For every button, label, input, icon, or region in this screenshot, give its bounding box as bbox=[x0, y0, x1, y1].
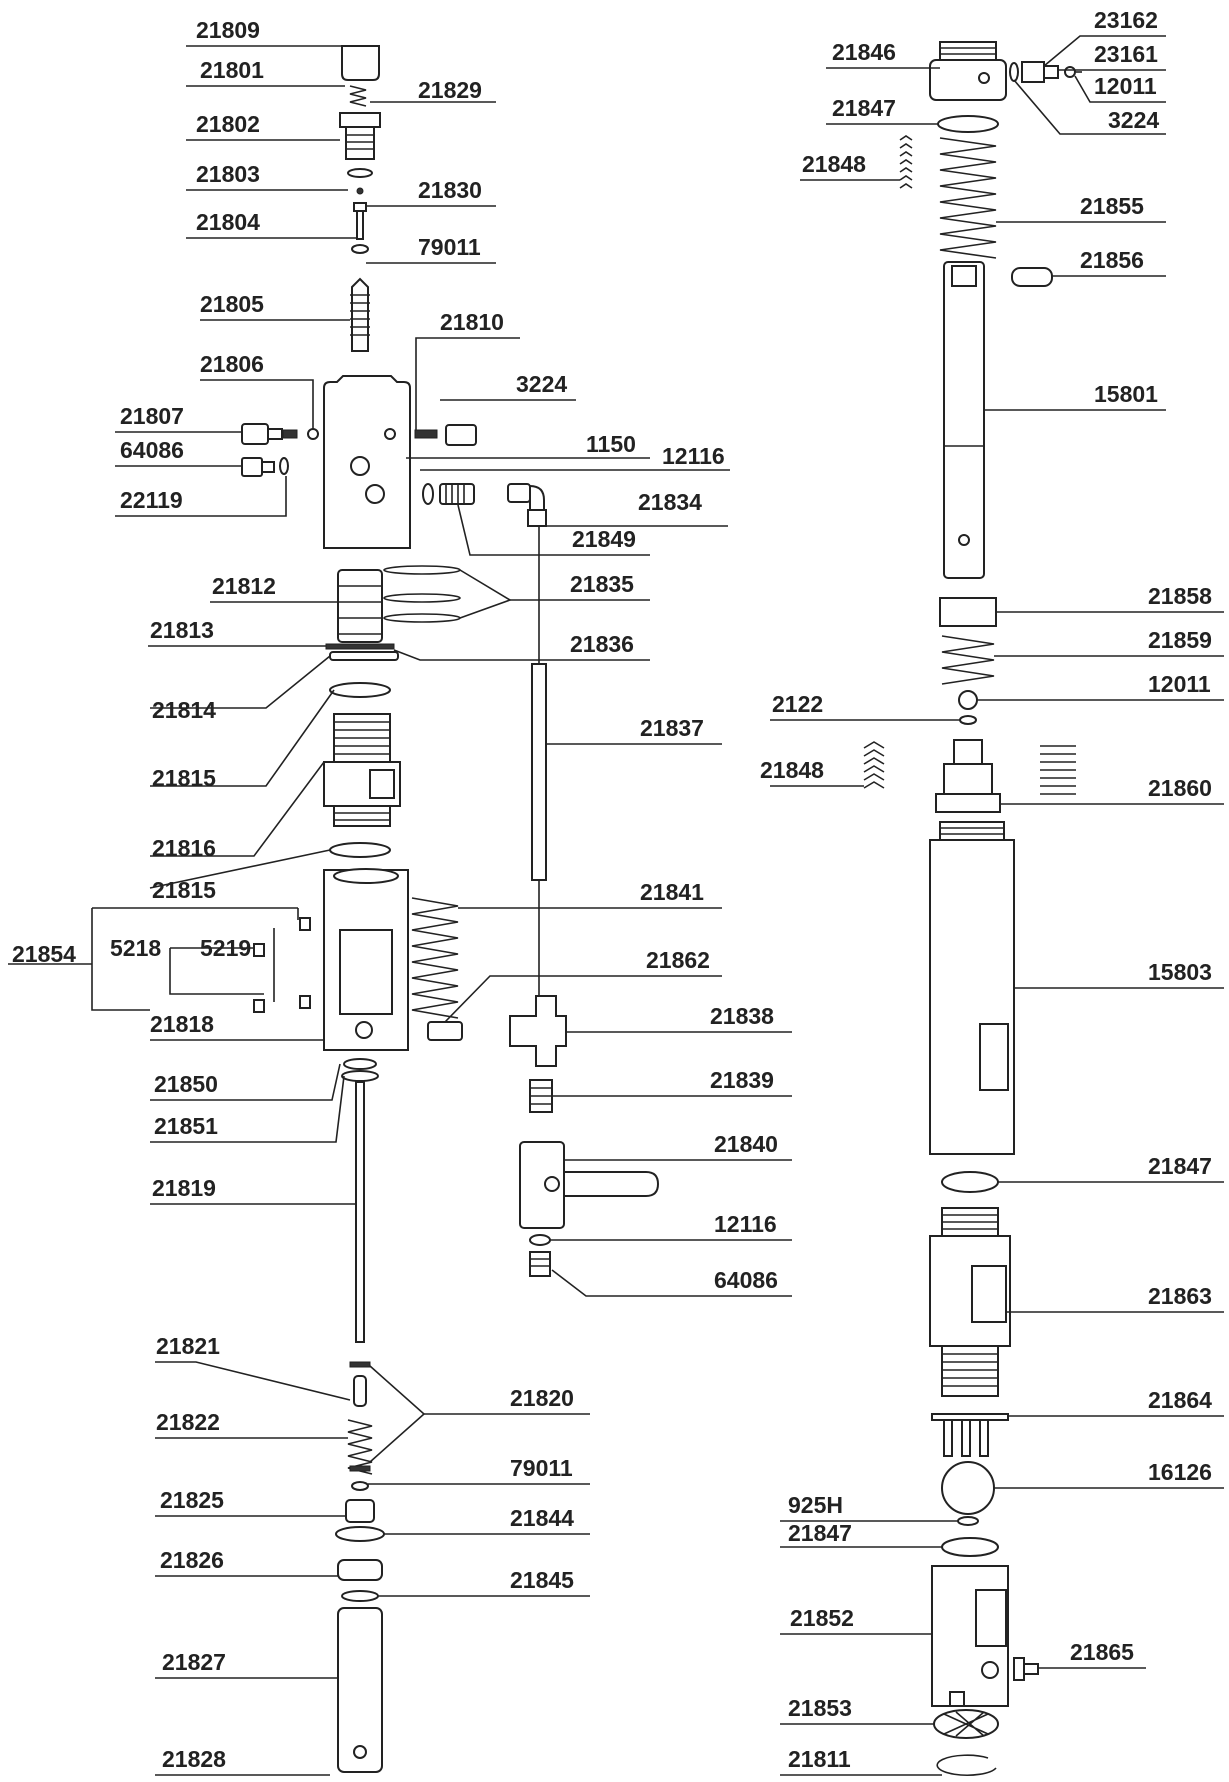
part-label: 21849 bbox=[572, 526, 636, 552]
part-label: 21829 bbox=[418, 77, 482, 103]
part-label: 21855 bbox=[1080, 193, 1144, 219]
part-label: 21846 bbox=[832, 39, 896, 65]
left-assembly-drawing bbox=[241, 45, 660, 1773]
part-label: 21819 bbox=[152, 1175, 216, 1201]
part-label: 21815 bbox=[152, 877, 216, 903]
part-label: 21858 bbox=[1148, 583, 1212, 609]
part-label: 21863 bbox=[1148, 1283, 1212, 1309]
part-label: 21838 bbox=[710, 1003, 774, 1029]
part-label: 21818 bbox=[150, 1011, 214, 1037]
part-label: 64086 bbox=[714, 1267, 778, 1293]
part-label: 21806 bbox=[200, 351, 264, 377]
part-label: 21864 bbox=[1148, 1387, 1212, 1413]
part-label: 12011 bbox=[1094, 73, 1157, 99]
part-label: 21836 bbox=[570, 631, 634, 657]
part-label: 21862 bbox=[646, 947, 710, 973]
part-label: 21835 bbox=[570, 571, 634, 597]
part-label: 21840 bbox=[714, 1131, 778, 1157]
part-label: 21850 bbox=[154, 1071, 218, 1097]
part-label: 21805 bbox=[200, 291, 264, 317]
part-label: 1150 bbox=[586, 431, 636, 457]
part-label: 21865 bbox=[1070, 1639, 1134, 1665]
part-label: 21856 bbox=[1080, 247, 1144, 273]
part-label: 21860 bbox=[1148, 775, 1212, 801]
part-label: 21834 bbox=[638, 489, 702, 515]
part-label: 21841 bbox=[640, 879, 704, 905]
part-label: 21814 bbox=[152, 697, 216, 723]
part-label: 64086 bbox=[120, 437, 184, 463]
right-assembly-drawing bbox=[863, 41, 1082, 1776]
part-label: 21848 bbox=[760, 757, 824, 783]
part-label: 21828 bbox=[162, 1746, 226, 1772]
part-label: 16126 bbox=[1148, 1459, 1212, 1485]
part-label: 21847 bbox=[832, 95, 896, 121]
part-label: 21854 bbox=[12, 941, 76, 967]
part-label: 21803 bbox=[196, 161, 260, 187]
part-label: 21839 bbox=[710, 1067, 774, 1093]
part-label: 15801 bbox=[1094, 381, 1158, 407]
part-label: 21810 bbox=[440, 309, 504, 335]
part-label: 21802 bbox=[196, 111, 260, 137]
part-label: 21809 bbox=[196, 17, 260, 43]
part-label: 3224 bbox=[516, 371, 567, 397]
part-label: 21852 bbox=[790, 1605, 854, 1631]
part-label: 21811 bbox=[788, 1746, 851, 1772]
part-label: 21822 bbox=[156, 1409, 220, 1435]
part-label: 5218 bbox=[110, 935, 161, 961]
part-label: 5219 bbox=[200, 935, 251, 961]
part-label: 21827 bbox=[162, 1649, 226, 1675]
part-labels-right: 23162 21846 23161 12011 21847 3224 21848… bbox=[760, 7, 1212, 1772]
part-label: 12011 bbox=[1148, 671, 1211, 697]
part-label: 79011 bbox=[510, 1455, 573, 1481]
part-label: 23161 bbox=[1094, 41, 1158, 67]
part-label: 21816 bbox=[152, 835, 216, 861]
part-label: 21826 bbox=[160, 1547, 224, 1573]
part-label: 22119 bbox=[120, 487, 183, 513]
part-label: 21820 bbox=[510, 1385, 574, 1411]
leader-lines bbox=[8, 35, 1224, 1776]
part-label: 21837 bbox=[640, 715, 704, 741]
part-label: 21847 bbox=[1148, 1153, 1212, 1179]
part-label: 21812 bbox=[212, 573, 276, 599]
part-label: 3224 bbox=[1108, 107, 1159, 133]
part-label: 21844 bbox=[510, 1505, 574, 1531]
part-label: 12116 bbox=[662, 443, 725, 469]
part-label: 21807 bbox=[120, 403, 184, 429]
part-label: 15803 bbox=[1148, 959, 1212, 985]
part-label: 21825 bbox=[160, 1487, 224, 1513]
part-label: 23162 bbox=[1094, 7, 1158, 33]
part-label: 21851 bbox=[154, 1113, 218, 1139]
part-label: 21815 bbox=[152, 765, 216, 791]
part-label: 925H bbox=[788, 1492, 843, 1518]
part-label: 21859 bbox=[1148, 627, 1212, 653]
part-label: 21830 bbox=[418, 177, 482, 203]
part-label: 21845 bbox=[510, 1567, 574, 1593]
part-label: 21848 bbox=[802, 151, 866, 177]
part-labels-left: 21809 21801 21829 21802 21803 21830 2180… bbox=[12, 17, 778, 1772]
part-label: 12116 bbox=[714, 1211, 777, 1237]
part-label: 21804 bbox=[196, 209, 260, 235]
part-label: 21821 bbox=[156, 1333, 220, 1359]
part-label: 21801 bbox=[200, 57, 264, 83]
part-label: 2122 bbox=[772, 691, 823, 717]
part-label: 21813 bbox=[150, 617, 214, 643]
part-label: 21847 bbox=[788, 1520, 852, 1546]
part-label: 79011 bbox=[418, 234, 481, 260]
part-label: 21853 bbox=[788, 1695, 852, 1721]
